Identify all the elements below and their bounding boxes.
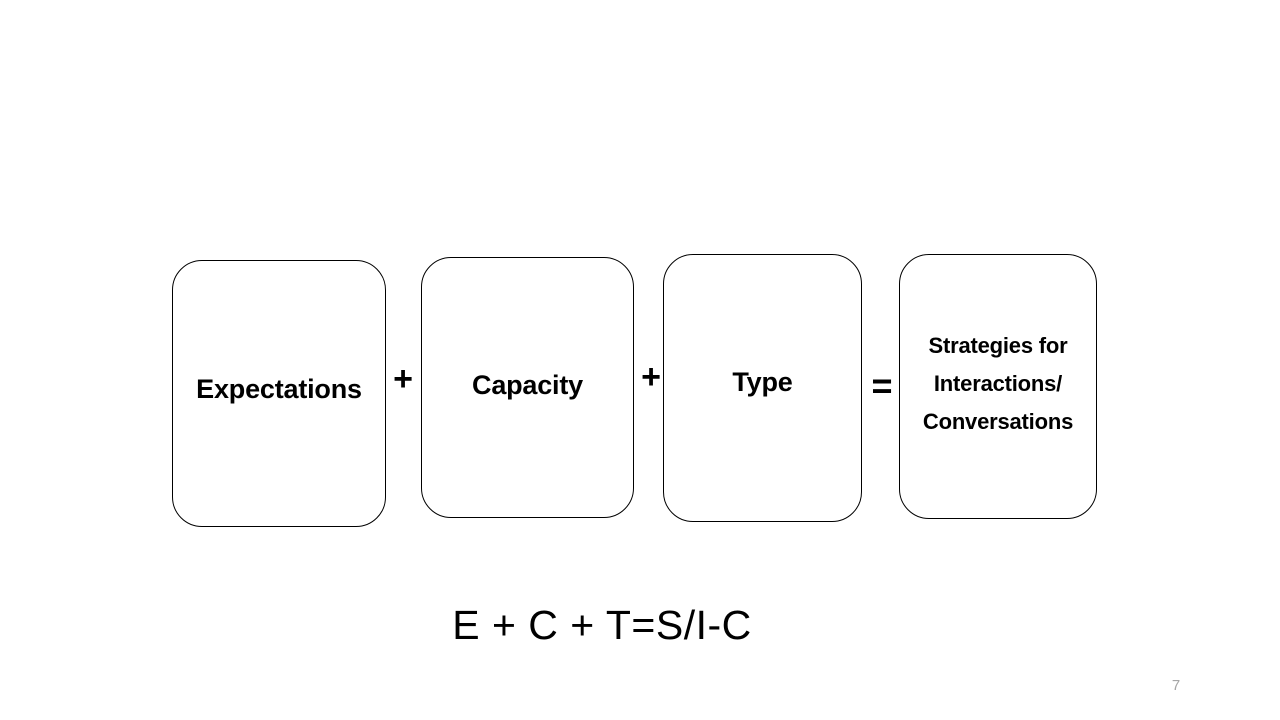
diagram-box-capacity[interactable]: Capacity [421,257,634,518]
plus-operator-2: + [641,358,661,396]
diagram-box-type[interactable]: Type [663,254,862,522]
slide-number: 7 [1171,677,1181,694]
plus-operator-1: + [393,360,413,398]
equation-caption: E + C + T=S/I-C [452,602,752,648]
diagram-box-label: Strategies for Interactions/ Conversatio… [922,332,1074,434]
equals-operator: = [871,365,893,406]
diagram-box-label: Capacity [472,369,583,400]
diagram-box-label: Expectations [196,374,362,405]
diagram-box-strategies[interactable]: Strategies for Interactions/ Conversatio… [899,254,1097,519]
diagram-box-expectations[interactable]: Expectations [172,260,386,527]
diagram-box-label: Type [732,367,793,398]
